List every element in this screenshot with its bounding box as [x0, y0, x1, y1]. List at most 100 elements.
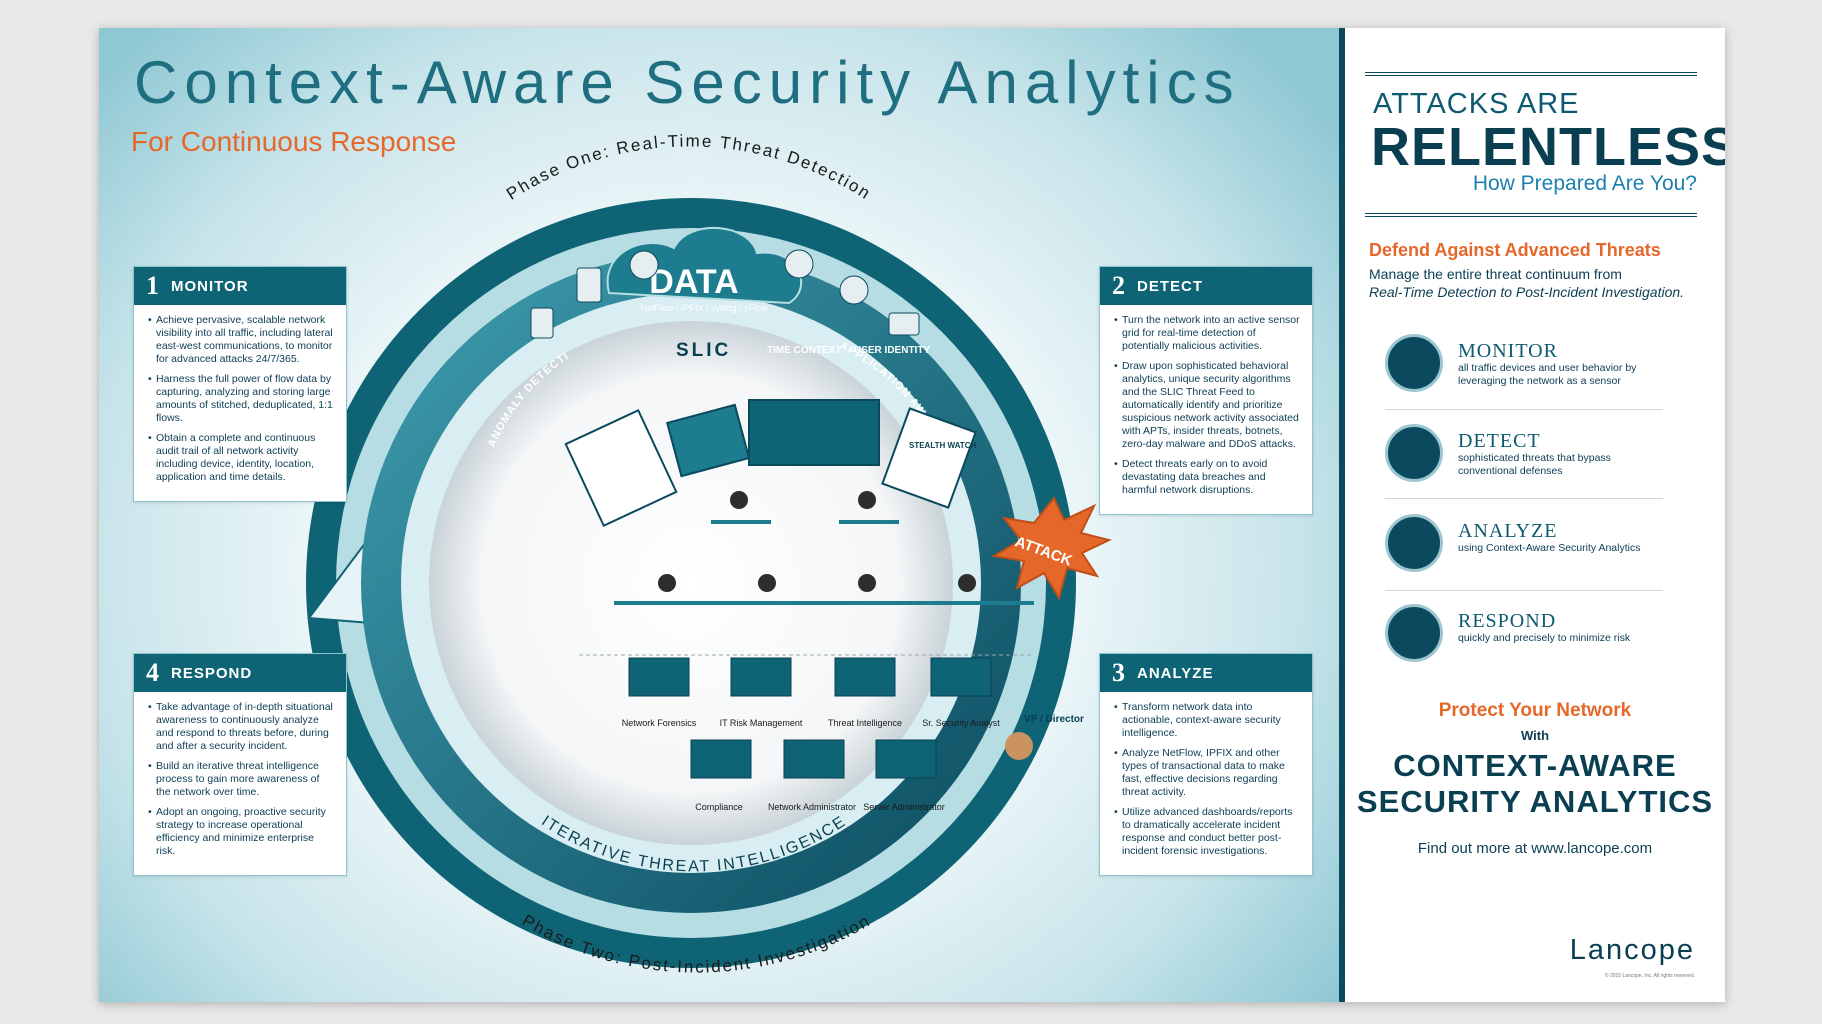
role-vp-director: VP / Director	[1024, 714, 1084, 725]
desk-main	[614, 601, 1034, 605]
attacks-are-text: ATTACKS ARE	[1373, 88, 1580, 120]
respond-box-header: 4 RESPOND	[134, 654, 346, 692]
detect-box: 2 DETECT Turn the network into an active…	[1099, 266, 1313, 515]
step-divider	[1385, 498, 1663, 499]
slic-dashboard	[665, 403, 751, 478]
detect-box-title: DETECT	[1137, 277, 1203, 295]
respond-box-title: RESPOND	[171, 664, 253, 682]
step-title: ANALYZE	[1458, 520, 1558, 542]
step-title: RESPOND	[1458, 610, 1557, 632]
monitor-box-title: MONITOR	[171, 277, 249, 295]
data-hub-sub: NetFlow / IPFIX / syslog / sFlow	[640, 303, 768, 313]
vp-director-figure	[1005, 732, 1033, 760]
list-item: Harness the full power of flow data by c…	[148, 373, 336, 425]
analyst-head	[858, 491, 876, 509]
list-item: Transform network data into actionable, …	[1114, 701, 1302, 740]
step-divider	[1385, 590, 1663, 591]
cas-line-1: CONTEXT-AWARE	[1393, 748, 1677, 783]
monitor-box-header: 1 MONITOR	[134, 267, 346, 305]
analyst-head	[758, 574, 776, 592]
stealthwatch-dashboard	[881, 407, 977, 509]
switch-icon	[784, 249, 814, 279]
top-rule	[1365, 72, 1697, 76]
dashboard-icon	[1385, 514, 1443, 572]
right-panel: ATTACKS ARE RELENTLESS How Prepared Are …	[1345, 28, 1725, 1002]
page-title: Context-Aware Security Analytics	[134, 49, 1241, 116]
time-context-label: TIME CONTEXT	[767, 345, 841, 356]
desk-top-left	[711, 520, 771, 524]
role-screen	[834, 657, 896, 697]
desk-top-right	[839, 520, 899, 524]
step-desc: all traffic devices and user behavior by…	[1458, 362, 1637, 387]
analyst-head	[730, 491, 748, 509]
step-respond: RESPOND quickly and precisely to minimiz…	[1385, 598, 1685, 670]
list-item: Analyze NetFlow, IPFIX and other types o…	[1114, 747, 1302, 799]
lancope-logo: Lancope	[1569, 934, 1695, 966]
manage-italic-text: Real-Time Detection to Post-Incident Inv…	[1369, 284, 1685, 300]
analyze-box-title: ANALYZE	[1137, 664, 1214, 682]
analyze-box-number: 3	[1112, 658, 1125, 687]
globe-icon	[1385, 334, 1443, 392]
find-out-link[interactable]: Find out more at www.lancope.com	[1417, 840, 1653, 857]
role-server-admin: Server Administrator	[863, 802, 945, 812]
list-item: Build an iterative threat intelligence p…	[148, 760, 336, 799]
protect-heading: Protect Your Network	[1438, 700, 1632, 721]
manage-text: Manage the entire threat continuum from	[1369, 266, 1622, 282]
role-screen	[783, 739, 845, 779]
firewall-icon	[576, 267, 602, 303]
analyze-box-list: Transform network data into actionable, …	[1100, 692, 1312, 875]
step-divider	[1385, 409, 1663, 410]
server-icon	[530, 307, 554, 339]
operations-center	[579, 491, 1034, 779]
analyst-head	[858, 574, 876, 592]
detect-box-header: 2 DETECT	[1100, 267, 1312, 305]
cas-line-2: SECURITY ANALYTICS	[1356, 784, 1714, 819]
list-item: Take advantage of in-depth situational a…	[148, 701, 336, 753]
analyze-box-header: 3 ANALYZE	[1100, 654, 1312, 692]
respond-box-number: 4	[146, 658, 159, 687]
laptop-icon	[888, 312, 920, 336]
respond-box-list: Take advantage of in-depth situational a…	[134, 692, 346, 875]
data-hub-label: DATA	[649, 263, 738, 301]
role-screen	[628, 657, 690, 697]
radar-icon	[1385, 424, 1443, 482]
step-detect: DETECT sophisticated threats that bypass…	[1385, 418, 1685, 490]
monitor-box: 1 MONITOR Achieve pervasive, scalable ne…	[133, 266, 347, 502]
role-screen	[930, 657, 992, 697]
device-icons	[530, 249, 920, 339]
prepared-text: How Prepared Are You?	[1472, 172, 1697, 195]
role-screen	[690, 739, 752, 779]
router-icon	[629, 250, 659, 280]
monitor-box-list: Achieve pervasive, scalable network visi…	[134, 305, 346, 501]
list-item: Obtain a complete and continuous audit t…	[148, 432, 336, 484]
defend-heading: Defend Against Advanced Threats	[1369, 240, 1661, 260]
list-item: Achieve pervasive, scalable network visi…	[148, 314, 336, 366]
left-panel: Context-Aware Security Analytics For Con…	[99, 28, 1339, 1002]
role-sr-analyst: Sr. Security Analyst	[922, 718, 1000, 728]
with-text: With	[1520, 728, 1550, 743]
role-it-risk: IT Risk Management	[720, 718, 803, 728]
role-net-admin: Network Administrator	[768, 802, 856, 812]
user-identity-label: USER IDENTITY	[854, 345, 930, 356]
analyze-box: 3 ANALYZE Transform network data into ac…	[1099, 653, 1313, 876]
svg-text:Phase One: Real-Time Threat De: Phase One: Real-Time Threat Detection	[503, 131, 875, 203]
analyst-head	[658, 574, 676, 592]
respond-box: 4 RESPOND Take advantage of in-depth sit…	[133, 653, 347, 876]
world-map-dashboard	[748, 399, 880, 466]
phase-one-label: Phase One: Real-Time Threat Detection	[503, 131, 873, 203]
step-desc: sophisticated threats that bypass conven…	[1458, 452, 1611, 477]
step-monitor: MONITOR all traffic devices and user beh…	[1385, 328, 1685, 400]
step-desc: using Context-Aware Security Analytics	[1458, 542, 1641, 554]
role-screen	[875, 739, 937, 779]
wireless-icon	[839, 275, 869, 305]
role-network-forensics: Network Forensics	[622, 718, 697, 728]
list-item: Draw upon sophisticated behavioral analy…	[1114, 360, 1302, 451]
panel-divider	[1339, 28, 1345, 1002]
list-item: Turn the network into an active sensor g…	[1114, 314, 1302, 353]
target-icon	[1385, 604, 1443, 662]
attack-burst	[991, 496, 1112, 601]
relentless-text: RELENTLESS	[1371, 117, 1725, 177]
stealthwatch-label: STEALTH WATCH	[909, 441, 976, 450]
step-analyze: ANALYZE using Context-Aware Security Ana…	[1385, 508, 1685, 580]
role-screen	[730, 657, 792, 697]
